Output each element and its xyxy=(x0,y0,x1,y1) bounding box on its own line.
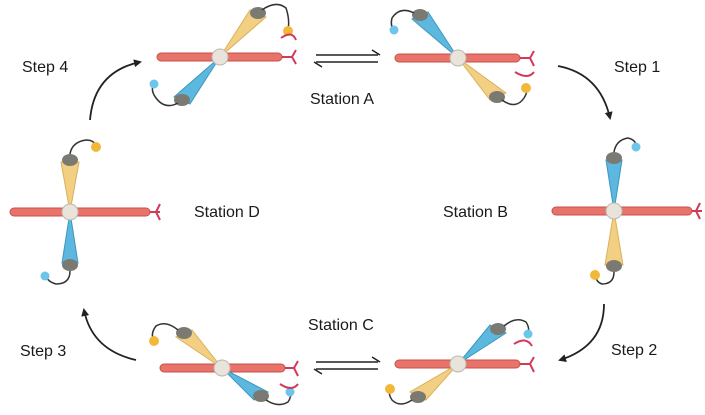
equilibrium-arrows-top xyxy=(313,49,381,68)
molecule-top-right xyxy=(389,9,535,106)
equilibrium-arrows-bottom xyxy=(313,356,381,375)
station-c-label: Station C xyxy=(308,317,374,334)
molecule-bottom-left xyxy=(149,323,299,406)
step-1-label: Step 1 xyxy=(614,59,660,76)
step-3-label: Step 3 xyxy=(20,343,66,360)
station-a-label: Station A xyxy=(310,91,374,108)
step-4-label: Step 4 xyxy=(22,59,68,76)
arrow-step-2 xyxy=(558,303,605,362)
molecule-bottom-right xyxy=(385,319,535,405)
arrow-step-3 xyxy=(81,308,137,361)
molecule-right xyxy=(551,137,702,285)
arrow-step-4 xyxy=(89,59,142,121)
station-d-label: Station D xyxy=(194,204,260,221)
arrow-step-1 xyxy=(557,65,613,120)
molecule-left xyxy=(9,139,161,285)
step-2-label: Step 2 xyxy=(611,342,657,359)
station-b-label: Station B xyxy=(443,204,508,221)
molecule-top-left xyxy=(149,3,297,107)
